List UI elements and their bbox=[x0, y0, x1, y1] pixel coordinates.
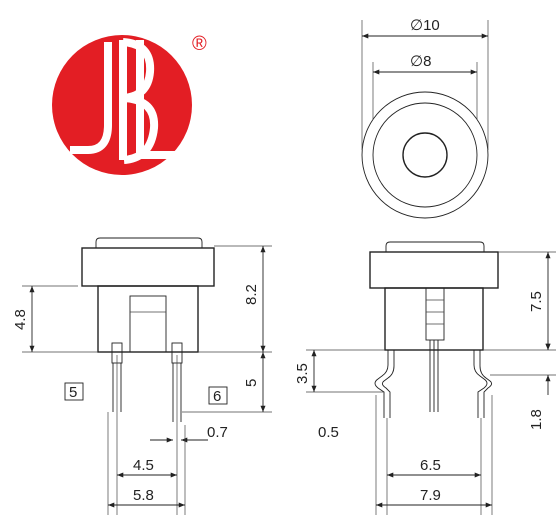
logo-letter-l bbox=[136, 40, 176, 159]
front-height-label: 8.2 bbox=[243, 284, 260, 305]
logo-letter-j bbox=[70, 42, 112, 154]
front-view: 8.2 4.8 5 5 6 0.7 4.5 5.8 bbox=[12, 237, 272, 515]
side-pin-offset-label: 3.5 bbox=[294, 363, 311, 384]
side-pin-left bbox=[374, 350, 389, 418]
side-plunger bbox=[425, 287, 445, 341]
inner-circle bbox=[372, 102, 478, 208]
side-height-label: 7.5 bbox=[528, 291, 545, 312]
outer-diameter-label: ∅10 bbox=[410, 17, 440, 34]
top-view: ∅10 ∅8 bbox=[361, 17, 489, 219]
side-center-pins bbox=[429, 340, 439, 412]
front-pin-right bbox=[172, 363, 182, 422]
front-pin-thickness-label: 0.7 bbox=[207, 424, 228, 441]
front-width-label: 5.8 bbox=[133, 487, 154, 504]
side-pin-right bbox=[473, 350, 488, 418]
side-width-label: 7.9 bbox=[420, 487, 441, 504]
side-pin-tail-label: 1.8 bbox=[528, 409, 545, 430]
inner-diameter-label: ∅8 bbox=[410, 53, 431, 70]
front-plunger bbox=[129, 295, 167, 353]
side-cap bbox=[369, 251, 499, 289]
jbl-logo: ® bbox=[52, 33, 207, 175]
side-pin-width-label: 0.5 bbox=[318, 424, 339, 441]
side-view: 7.5 1.8 3.5 0.5 6.5 7.9 bbox=[294, 241, 556, 515]
pin-label-box-right bbox=[208, 386, 228, 405]
front-pin-length-label: 5 bbox=[243, 379, 260, 387]
pin-label-box-left bbox=[64, 382, 84, 401]
front-cap bbox=[81, 247, 215, 287]
side-pitch-label: 6.5 bbox=[420, 457, 441, 474]
front-pin-left bbox=[112, 363, 122, 412]
registered-mark: ® bbox=[192, 33, 207, 55]
outer-circle bbox=[361, 91, 489, 219]
pin-label-right: 6 bbox=[213, 388, 221, 405]
actuator-circle bbox=[402, 132, 448, 178]
front-body-height-label: 4.8 bbox=[12, 309, 29, 330]
pin-label-left: 5 bbox=[69, 384, 77, 401]
front-pitch-label: 4.5 bbox=[133, 457, 154, 474]
